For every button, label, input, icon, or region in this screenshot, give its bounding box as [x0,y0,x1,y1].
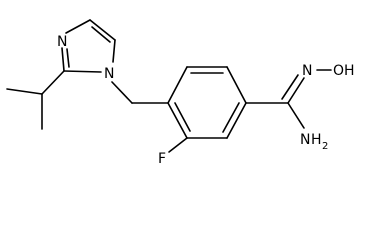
imidazole-c2-n3-bond [61,47,65,72]
imidazole-n1-label: N [104,66,114,82]
benzene-c4-c5-bond [226,102,247,139]
imidazole-n3-c4-bond [65,19,91,34]
fluorine-bond [168,137,188,153]
linker-n1-ch2-bond [111,81,133,104]
benzene-c4-c5-inner-bond [222,102,240,133]
bond-layer [6,19,332,153]
isopropyl-methyl-bond-left [6,88,43,95]
imidazole-c2-n3-double-bond [66,48,70,68]
atom-label-layer: N N N OH F N H 2 [57,34,355,167]
benzene-c6-c1-inner-bond [174,102,191,132]
amidine-c-n-double-bond-a [287,77,305,104]
structure-diagram: N N N OH F N H 2 [6,19,355,167]
imidazole-c4-c5-double-bond [91,26,111,43]
amine-nh2-label: N H 2 [300,132,328,152]
amidine-c-n-double-bond-b [281,74,299,100]
imidazole-n3-label: N [57,34,67,50]
benzene-c3-c4-bond [226,66,247,104]
benzene-c6-c1-bond [167,102,188,139]
isopropyl-ring-bond [41,70,65,95]
fluorine-label: F [158,151,166,167]
oxime-oh-label: OH [333,63,355,79]
imidazole-c5-n1-bond [112,39,116,63]
amine-h-label: H [311,132,322,148]
amine-subscript-label: 2 [322,141,328,152]
amidine-c-nh2-bond [287,102,305,129]
imidazole-c4-c5-bond [89,19,116,41]
benzene-c1-c2-bond [167,66,188,104]
oxime-n-label: N [302,63,312,79]
imidazole-n1-c2-bond [63,70,102,73]
amine-n-label: N [300,132,310,148]
